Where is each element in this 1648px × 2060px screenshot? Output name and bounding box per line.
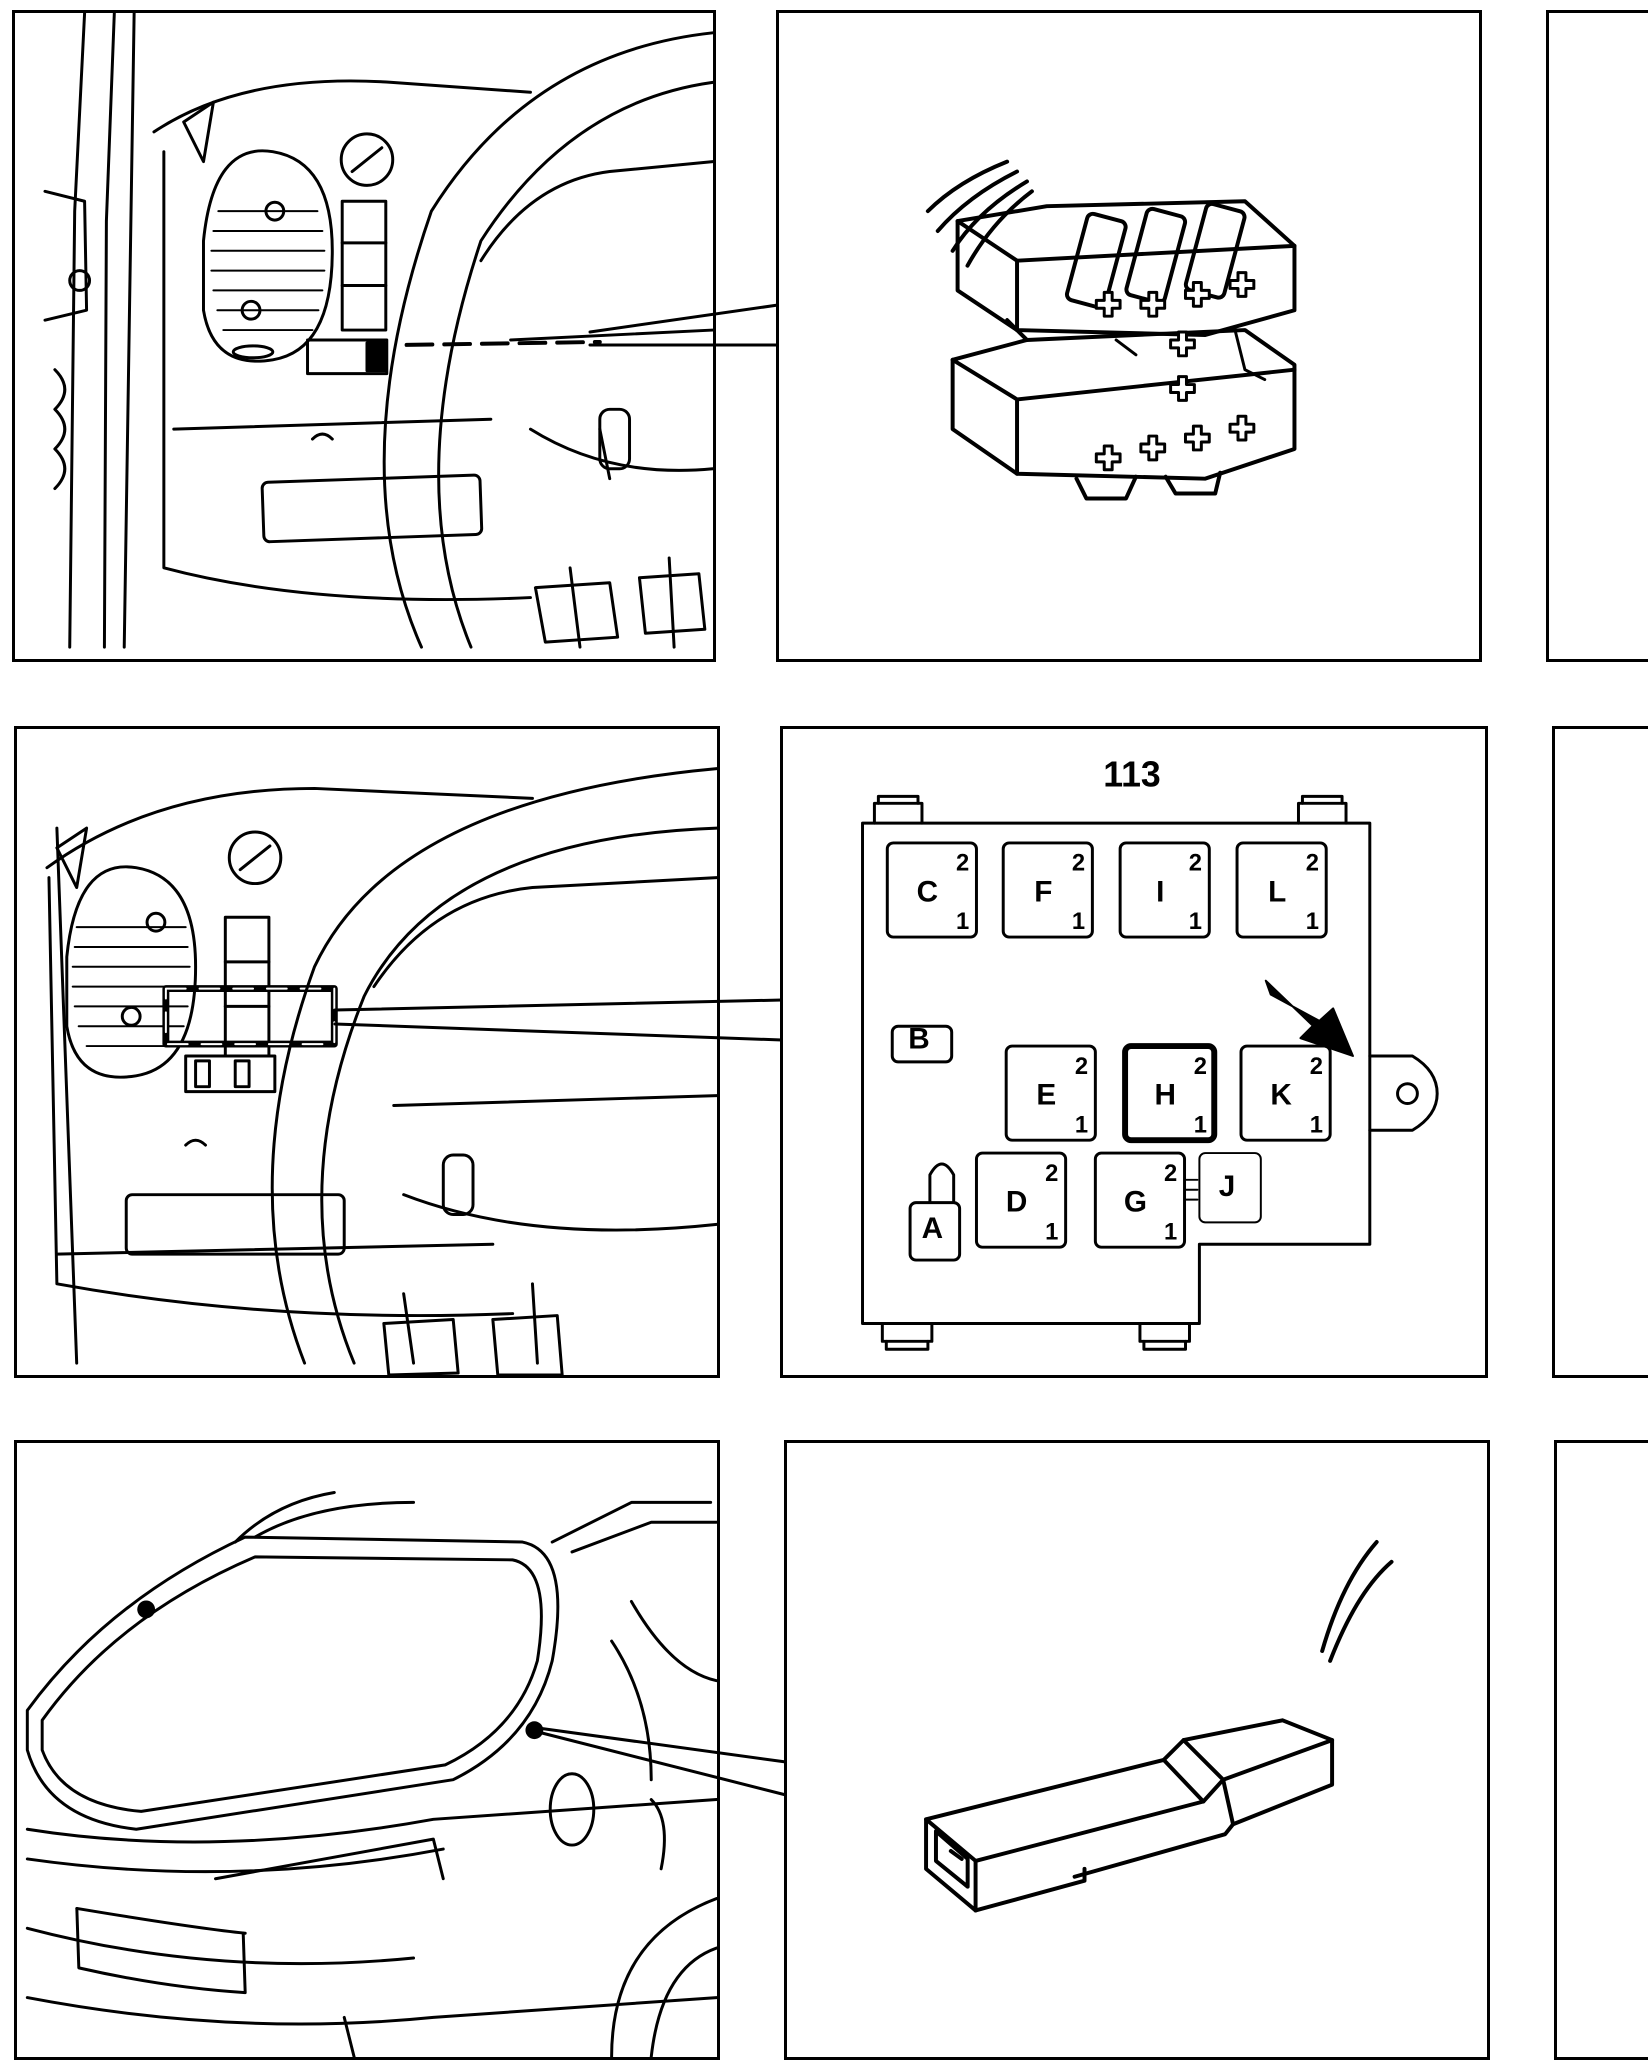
fuse-slot-h: H2 1 <box>1122 1043 1218 1144</box>
right-partial-panel-1 <box>1546 10 1648 662</box>
rear-window-view-panel <box>14 1440 720 2060</box>
fusebox-title: 113 <box>1103 754 1161 794</box>
fuse-slot-letter: D <box>1006 1185 1027 1218</box>
fuse-slot-pin-top: 2 <box>1306 850 1319 877</box>
right-partial-panel-2 <box>1552 726 1648 1378</box>
fuse-slot-d: D2 1 <box>974 1151 1068 1249</box>
multi-pin-connector-panel <box>776 10 1482 662</box>
dashboard-fusebox-location-panel <box>14 726 720 1378</box>
fuse-slot-outline <box>1004 1044 1097 1142</box>
fuse-slot-pin-top: 2 <box>1194 1053 1207 1080</box>
dashboard-left-illustration <box>43 13 713 649</box>
fuse-slot-pin-top: 2 <box>1164 1160 1177 1187</box>
fuse-slot-j: J <box>1198 1152 1262 1224</box>
fuse-slot-pin-bottom: 1 <box>1194 1111 1207 1138</box>
fuse-slot-letter: L <box>1268 875 1286 908</box>
fuse-slot-letter: H <box>1154 1078 1175 1111</box>
fuse-slot-e: E2 1 <box>1004 1044 1097 1142</box>
fuse-slot-outline <box>1235 841 1328 939</box>
fuse-slot-letter: K <box>1270 1078 1292 1111</box>
fuse-slot-pin-bottom: 1 <box>956 908 969 935</box>
fuse-slot-l: L2 1 <box>1235 841 1328 939</box>
fuse-slot-i: I2 1 <box>1118 841 1211 939</box>
fuse-slot-pin-top: 2 <box>956 850 969 877</box>
fuse-slot-pin-bottom: 1 <box>1306 908 1319 935</box>
fuse-slot-outline <box>974 1151 1068 1249</box>
fuse-slot-c: C2 1 <box>885 841 978 939</box>
fuse-slot-pin-top: 2 <box>1075 1053 1088 1080</box>
fuse-slot-pin-bottom: 1 <box>1164 1218 1177 1245</box>
fuse-slot-letter: G <box>1124 1185 1147 1218</box>
fuse-slot-f: F2 1 <box>1001 841 1094 939</box>
fuse-slot-letter: F <box>1034 875 1052 908</box>
fuse-slot-pin-bottom: 1 <box>1310 1111 1323 1138</box>
fuse-slot-outline <box>1239 1044 1332 1142</box>
fuse-slot-pin-bottom: 1 <box>1075 1111 1088 1138</box>
connector-point-left <box>137 1600 156 1619</box>
rear-window-illustration <box>25 1491 717 2057</box>
fuse-slot-b: B <box>890 1022 954 1064</box>
fuse-slot-g: G2 1 <box>1093 1151 1187 1249</box>
pointer-arrow-icon <box>1264 979 1354 1057</box>
fuse-slot-outline <box>885 841 978 939</box>
single-pin-connector-panel <box>784 1440 1490 2060</box>
dashboard-left-view-panel <box>12 10 716 662</box>
connector-point-right <box>525 1721 544 1740</box>
fuse-slot-pin-top: 2 <box>1189 850 1202 877</box>
fuse-slot-letter: J <box>1219 1170 1236 1203</box>
fuse-notch <box>1183 1178 1199 1201</box>
dashboard-fusebox-location-illustration <box>45 767 717 1375</box>
fuse-slot-outline <box>1198 1152 1262 1224</box>
fuse-slot-pin-top: 2 <box>1072 850 1085 877</box>
fuse-slot-pin-bottom: 1 <box>1072 908 1085 935</box>
fuse-slot-outline <box>1122 1043 1218 1144</box>
single-pin-connector-illustration <box>924 1540 1394 1913</box>
fuse-slot-outline <box>1001 841 1094 939</box>
fuse-slot-pin-bottom: 1 <box>1189 908 1202 935</box>
fuse-slot-pin-bottom: 1 <box>1045 1218 1058 1245</box>
fuse-slot-a: A <box>908 1201 962 1262</box>
fuse-slot-letter: A <box>922 1212 943 1245</box>
fuse-slot-outline <box>1118 841 1211 939</box>
fuse-slot-outline <box>908 1201 962 1262</box>
multi-pin-connector-illustration <box>925 159 1297 501</box>
fuse-slot-letter: C <box>917 875 938 908</box>
fuse-slot-pin-top: 2 <box>1310 1053 1323 1080</box>
fuse-slot-k: K2 1 <box>1239 1044 1332 1142</box>
fuse-slot-letter: B <box>908 1022 929 1055</box>
fuse-slot-pin-top: 2 <box>1045 1160 1058 1187</box>
fuse-slot-outline <box>890 1024 954 1064</box>
fuse-slot-letter: I <box>1156 875 1164 908</box>
fuse-slot-letter: E <box>1036 1078 1056 1111</box>
right-partial-panel-3 <box>1554 1440 1648 2060</box>
